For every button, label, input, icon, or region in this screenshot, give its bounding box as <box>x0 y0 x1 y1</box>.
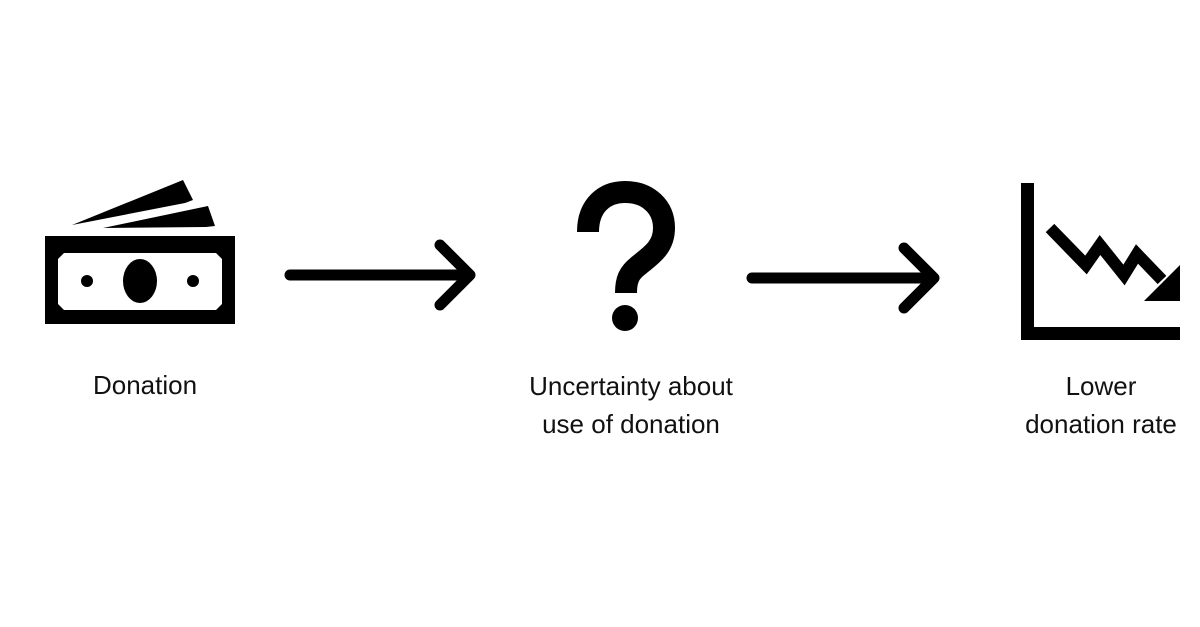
declining-chart-icon <box>1021 183 1180 340</box>
step-label-uncertainty: Uncertainty about use of donation <box>529 367 733 443</box>
label-line: Uncertainty about <box>529 371 733 401</box>
arrow-1 <box>284 239 476 311</box>
question-mark-icon <box>577 180 676 331</box>
label-line: use of donation <box>542 409 720 439</box>
money-icon <box>45 180 235 324</box>
step-label-donation: Donation <box>92 370 198 400</box>
label-line: donation rate <box>1025 409 1177 439</box>
label-line: Lower <box>1065 371 1137 401</box>
arrow-2 <box>746 242 940 314</box>
step-label-lower-rate: Lower donation rate <box>1025 367 1177 443</box>
